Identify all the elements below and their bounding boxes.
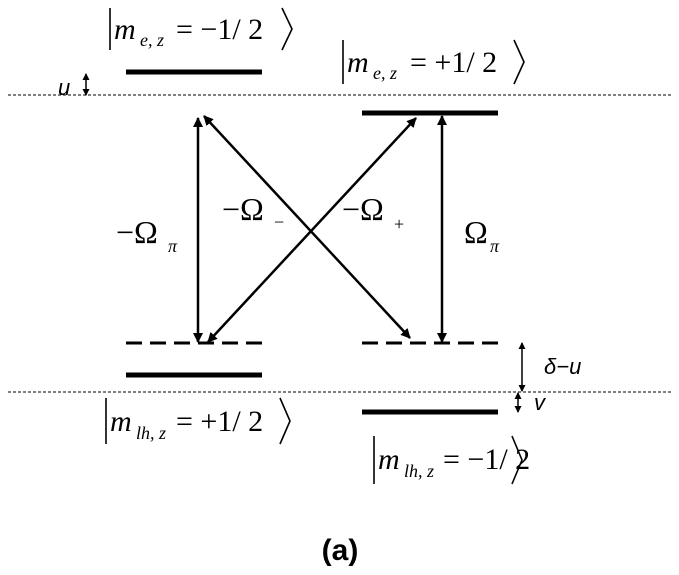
label-left-pi-omega: −Ω — [116, 214, 158, 250]
ket-lh-minus-m: m — [378, 443, 400, 476]
ket-e-plus-eq: = +1/ 2 — [410, 46, 497, 79]
ket-e-plus-sub: e, z — [373, 63, 397, 83]
label-sigma-minus: −Ω − — [222, 191, 284, 232]
ket-lh-plus-sub: lh, z — [136, 423, 166, 443]
ket-e-plus: m e, z = +1/ 2 — [342, 39, 525, 85]
label-right-pi: Ω π — [464, 214, 500, 256]
label-sigma-plus: −Ω + — [342, 191, 404, 234]
ket-lh-plus-m: m — [110, 405, 132, 438]
arrow-sigma-minus — [203, 115, 411, 339]
ket-e-minus-eq: = −1/ 2 — [176, 13, 263, 46]
ket-lh-minus: m lh, z = −1/ 2 — [373, 435, 530, 485]
label-right-pi-sub: π — [490, 236, 500, 256]
ket-lh-minus-sub: lh, z — [404, 461, 434, 481]
ket-lh-plus-eq: = +1/ 2 — [176, 405, 263, 438]
label-shift-u: u — [58, 75, 70, 100]
figure-caption: (a) — [322, 534, 359, 567]
label-shift-v: v — [534, 390, 547, 415]
ket-lh-plus: m lh, z = +1/ 2 — [105, 397, 291, 445]
ket-e-minus-sub: e, z — [140, 30, 164, 50]
label-right-pi-omega: Ω — [464, 214, 488, 250]
label-sigma-minus-omega: −Ω — [222, 191, 264, 227]
label-shift-delta-u: δ−u — [544, 354, 581, 379]
ket-lh-minus-eq: = −1/ 2 — [443, 443, 530, 476]
ket-e-minus: m e, z = −1/ 2 — [109, 7, 293, 51]
arrow-sigma-plus — [207, 117, 417, 343]
label-left-pi-sub: π — [168, 236, 178, 256]
label-sigma-plus-omega: −Ω — [342, 191, 384, 227]
ket-e-plus-m: m — [347, 46, 369, 79]
label-sigma-minus-sub: − — [274, 212, 284, 232]
label-left-pi: −Ω π — [116, 214, 178, 256]
label-sigma-plus-sub: + — [394, 214, 404, 234]
ket-e-minus-m: m — [114, 13, 136, 46]
